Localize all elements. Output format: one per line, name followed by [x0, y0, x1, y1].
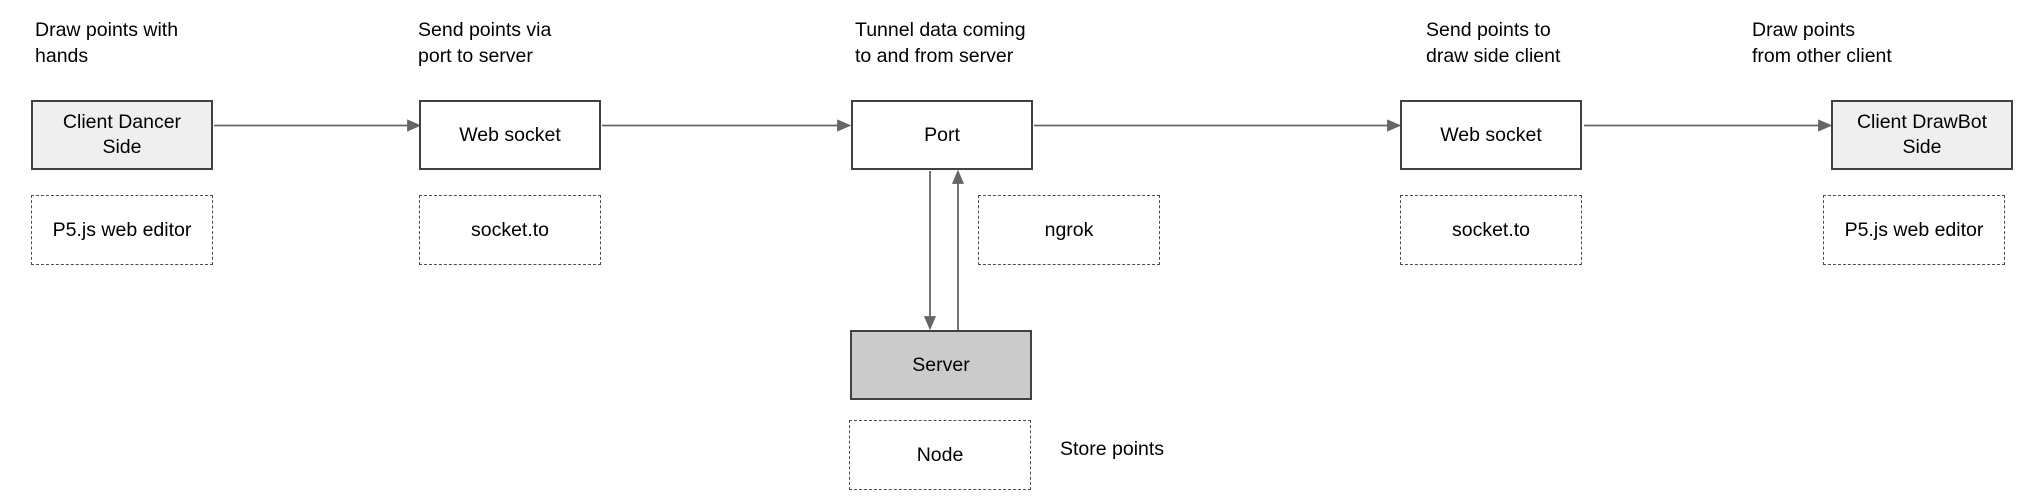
node-web-socket-right: Web socket	[1400, 100, 1582, 170]
caption-draw-points-with-hands: Draw points with hands	[35, 19, 179, 67]
node-ngrok: ngrok	[978, 195, 1160, 265]
node-web-socket-left: Web socket	[419, 100, 601, 170]
node-node: Node	[849, 420, 1031, 490]
node-socket-to-left: socket.to	[419, 195, 601, 265]
node-server: Server	[850, 330, 1032, 400]
annotation-store-points: Store points	[1060, 438, 1165, 460]
arrow-dancer-to-websocket-head	[407, 119, 422, 132]
node-client-dancer-side: Client Dancer Side	[31, 100, 213, 170]
arrow-port-to-server-head	[923, 316, 937, 331]
node-port: Port	[851, 100, 1033, 170]
arrow-port-to-websocket-head	[1387, 119, 1402, 132]
caption-tunnel-data: Tunnel data coming to and from server	[855, 19, 1026, 67]
caption-draw-points-from-other-client: Draw points from other client	[1752, 19, 1892, 67]
arrow-websocket-to-port-head	[837, 119, 852, 132]
arrow-websocket-to-drawbot-head	[1818, 119, 1833, 132]
node-p5js-web-editor-right: P5.js web editor	[1823, 195, 2005, 265]
arrow-server-to-port-head	[951, 169, 965, 184]
node-client-drawbot-side: Client DrawBot Side	[1831, 100, 2013, 170]
node-socket-to-right: socket.to	[1400, 195, 1582, 265]
caption-send-points-via-port: Send points via port to server	[418, 19, 552, 67]
caption-send-points-to-draw-client: Send points to draw side client	[1426, 19, 1561, 67]
node-p5js-web-editor-left: P5.js web editor	[31, 195, 213, 265]
